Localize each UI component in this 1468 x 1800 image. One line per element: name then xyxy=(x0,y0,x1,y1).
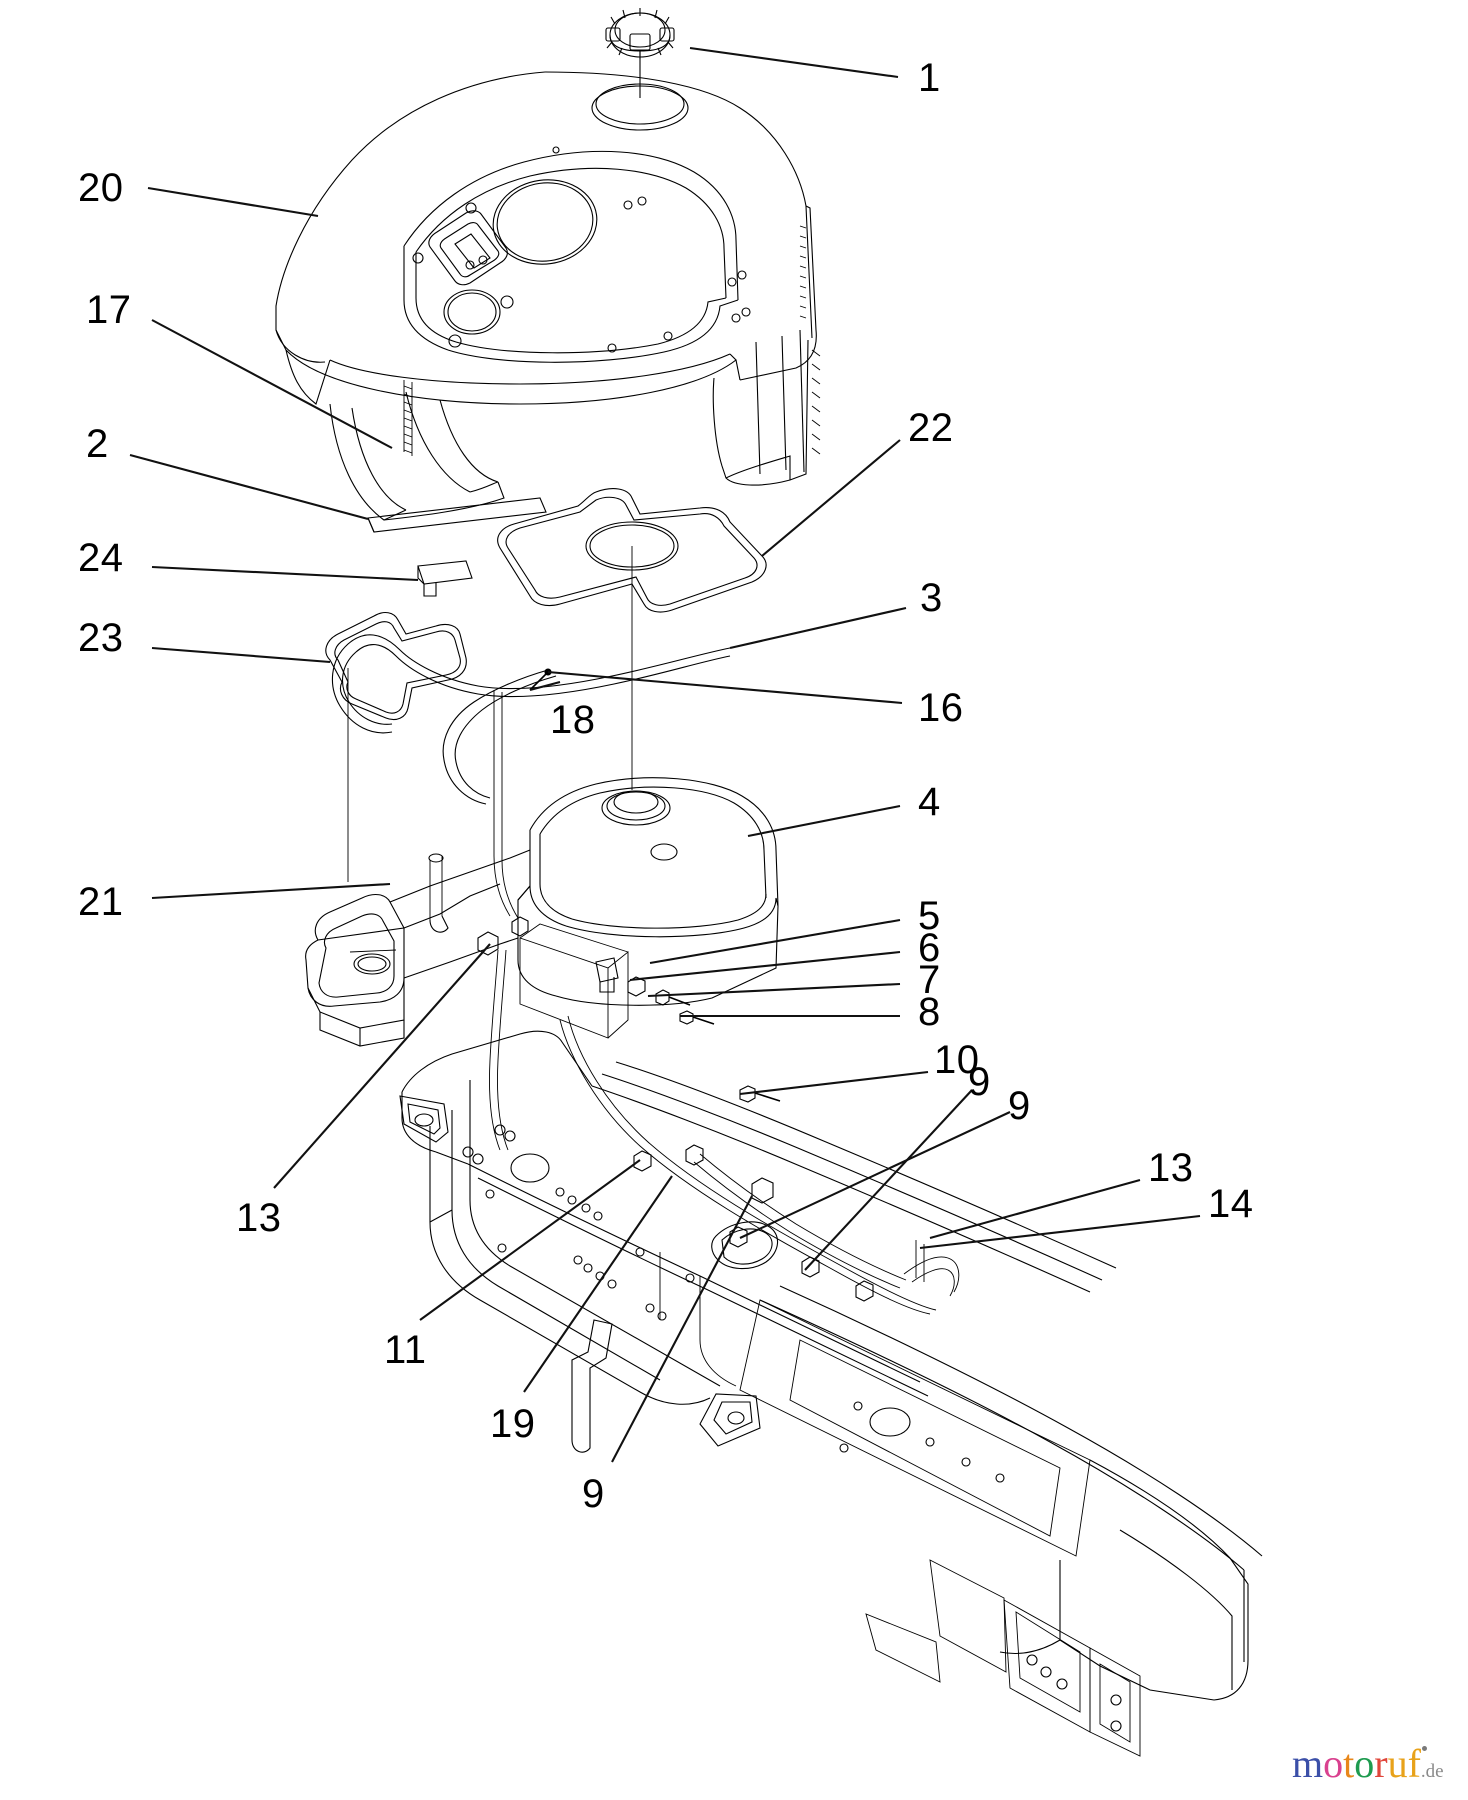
leader-line-13 xyxy=(929,1178,1141,1240)
watermark-letter: f xyxy=(1407,1741,1421,1786)
callout-label-5: 5 xyxy=(918,894,941,938)
leader-line-7 xyxy=(647,982,901,998)
callout-label-4: 4 xyxy=(918,780,941,824)
callout-label-13: 13 xyxy=(1148,1146,1194,1190)
watermark-letter: r xyxy=(1374,1741,1388,1786)
callout-label-10: 10 xyxy=(934,1038,980,1082)
seal-strip-part xyxy=(367,497,547,533)
leader-line-9 xyxy=(804,1089,973,1271)
leader-line-19 xyxy=(523,1175,673,1393)
callout-label-21: 21 xyxy=(78,880,124,924)
clip-part xyxy=(417,560,473,597)
leader-line-4 xyxy=(747,804,901,838)
callout-label-16: 16 xyxy=(918,686,964,730)
leader-line-23 xyxy=(151,646,331,664)
callout-label-13: 13 xyxy=(236,1196,282,1240)
upper-gasket-part xyxy=(497,488,767,790)
callout-label-24: 24 xyxy=(78,536,124,580)
hood-part xyxy=(275,71,821,521)
callout-label-18: 18 xyxy=(550,698,596,742)
watermark-dot-icon xyxy=(1422,1746,1427,1751)
leader-line-21 xyxy=(151,882,391,900)
leader-line-14 xyxy=(919,1214,1201,1250)
leader-line-6 xyxy=(629,950,901,982)
watermark-letter: m xyxy=(1292,1741,1324,1786)
leader-line-13 xyxy=(273,943,491,1189)
watermark-motoruf: motoruf.de xyxy=(1292,1744,1444,1792)
callout-label-23: 23 xyxy=(78,616,124,660)
callout-label-9: 9 xyxy=(1008,1084,1031,1128)
fuel-cap-part xyxy=(605,8,675,98)
watermark-letter: u xyxy=(1387,1741,1408,1786)
callout-label-8: 8 xyxy=(918,990,941,1034)
leader-line-22 xyxy=(761,439,901,557)
lower-gasket-part xyxy=(325,611,467,882)
leader-line-11 xyxy=(419,1159,641,1321)
callout-label-19: 19 xyxy=(490,1402,536,1446)
leader-line-9 xyxy=(611,1195,753,1463)
callout-label-3: 3 xyxy=(920,576,943,620)
leader-line-18 xyxy=(529,680,561,692)
callout-label-20: 20 xyxy=(78,166,124,210)
leader-lines xyxy=(129,46,1201,1463)
callout-label-6: 6 xyxy=(918,926,941,970)
callout-label-17: 17 xyxy=(86,288,132,332)
callout-label-11: 11 xyxy=(384,1328,427,1372)
leader-line-3 xyxy=(729,606,907,650)
callout-label-1: 1 xyxy=(918,56,941,100)
frame-chassis-part xyxy=(399,1015,1263,1757)
watermark-letter: o xyxy=(1354,1741,1375,1786)
leader-line-16 xyxy=(547,670,903,705)
callout-label-22: 22 xyxy=(908,406,954,450)
callout-label-9: 9 xyxy=(582,1472,605,1516)
callout-label-14: 14 xyxy=(1208,1182,1254,1226)
callout-label-2: 2 xyxy=(86,422,109,466)
leader-line-2 xyxy=(129,453,369,521)
watermark-letter: t xyxy=(1343,1741,1355,1786)
leader-line-1 xyxy=(689,46,899,79)
callout-label-9: 9 xyxy=(968,1060,991,1104)
leader-line-9 xyxy=(739,1111,1011,1239)
hose-harness-part xyxy=(331,634,731,919)
leader-line-17 xyxy=(151,319,393,449)
leader-line-20 xyxy=(147,186,319,218)
leader-line-24 xyxy=(151,565,419,582)
watermark-letter: o xyxy=(1323,1741,1344,1786)
fuel-tank-part xyxy=(305,777,779,1151)
leader-line-10 xyxy=(739,1070,929,1096)
leader-line-5 xyxy=(649,918,901,965)
callout-label-7: 7 xyxy=(918,958,941,1002)
watermark-tld: .de xyxy=(1420,1761,1444,1782)
